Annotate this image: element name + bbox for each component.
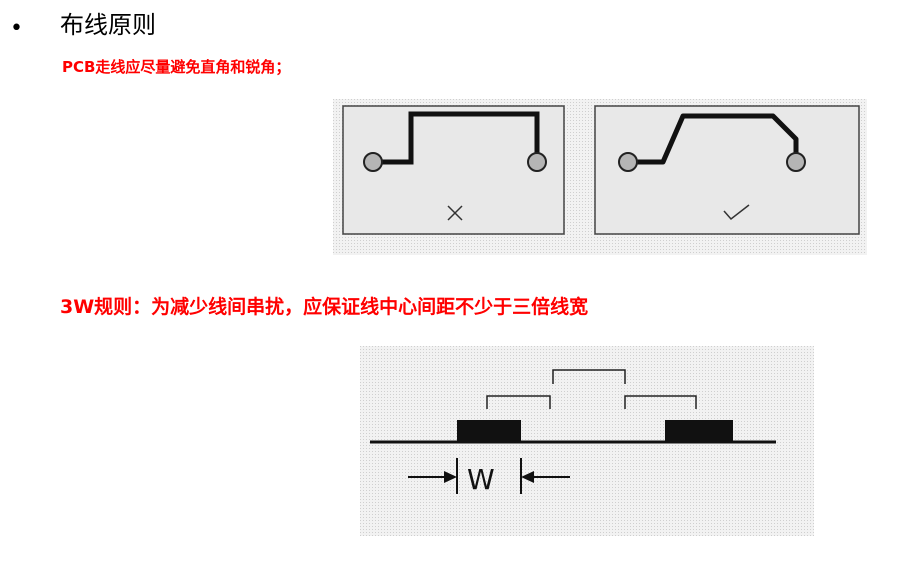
slide-title: 布线原则	[60, 11, 156, 39]
width-label: W	[467, 463, 495, 496]
pad-left	[618, 152, 638, 172]
bad-mark	[447, 205, 463, 221]
panel-frame	[594, 105, 860, 235]
width-dimension	[408, 458, 570, 494]
trace-corner-figure	[333, 99, 867, 255]
pad-left	[363, 152, 383, 172]
bad-trace-panel	[342, 105, 565, 235]
chamfered-trace	[628, 113, 799, 165]
bullet-point: •	[10, 16, 23, 41]
good-trace-panel	[594, 105, 860, 235]
pad-right	[786, 152, 806, 172]
three-w-rule-text: 3W规则：为减少线间串扰，应保证线中心间距不少于三倍线宽	[60, 296, 589, 318]
check-mark	[723, 204, 750, 221]
panel-frame	[342, 105, 565, 235]
trace-block-left	[457, 420, 521, 442]
spacing-bracket-right	[624, 395, 697, 409]
spacing-bracket-center	[552, 369, 626, 384]
trace-block-right	[665, 420, 733, 442]
pad-right	[527, 152, 547, 172]
three-w-figure: W	[360, 346, 814, 536]
corner-rule-text: PCB走线应尽量避免直角和锐角；	[62, 58, 291, 76]
spacing-bracket-left	[486, 395, 551, 409]
right-angle-trace	[373, 111, 540, 165]
